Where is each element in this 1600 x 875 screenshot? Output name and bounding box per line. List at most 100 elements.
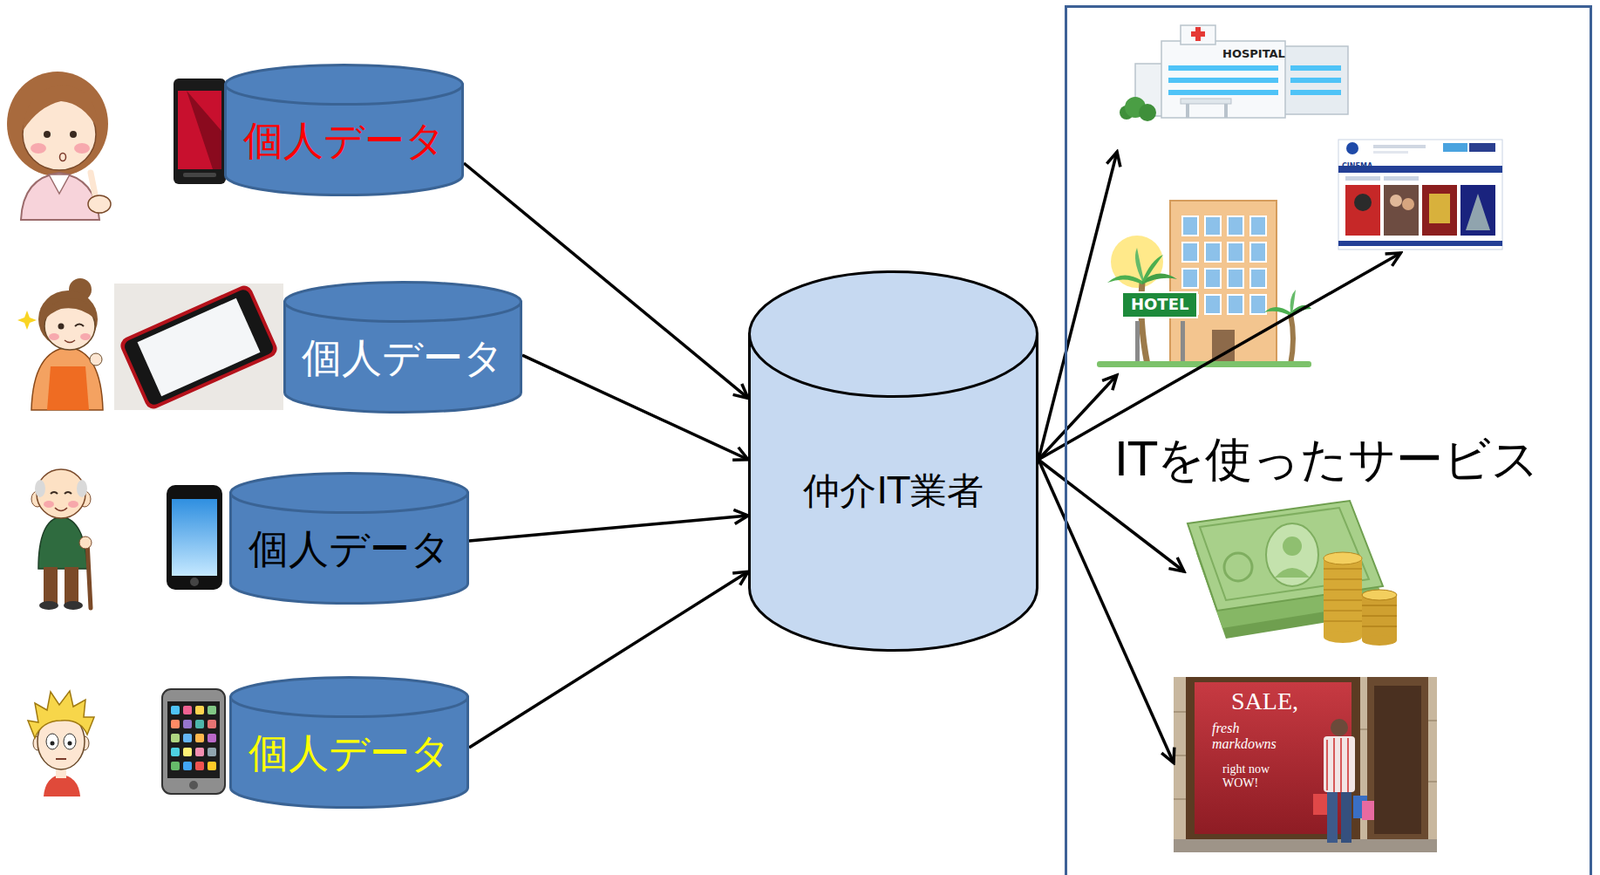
smartphone-photo	[137, 298, 261, 397]
text-holder: 個人データ	[224, 117, 464, 164]
boy-icon	[27, 690, 95, 797]
text-holder: CINEMA	[1341, 155, 1373, 172]
money-illustration	[1361, 614, 1397, 617]
hospital-illustration	[1290, 89, 1342, 96]
old-man-icon	[54, 507, 68, 511]
hotel-illustration	[1290, 305, 1312, 316]
hotel-illustration	[1227, 242, 1244, 262]
smartphone-icon	[195, 747, 205, 756]
hotel-illustration	[1205, 216, 1221, 236]
flow-arrow	[469, 571, 749, 748]
shopping-photo	[1173, 676, 1437, 852]
hotel-illustration	[1170, 200, 1277, 363]
smartphone-icon	[173, 78, 226, 184]
hotel-illustration	[1227, 294, 1244, 314]
shopping-photo	[1323, 735, 1355, 792]
old-man-icon	[43, 500, 55, 508]
hotel-illustration	[1205, 242, 1221, 262]
woman-thinking-icon	[43, 130, 51, 138]
cylinder-top	[749, 272, 1038, 397]
woman-thinking-icon	[69, 130, 77, 138]
smartphone-icon	[207, 747, 217, 756]
cylinder-label: 個人データ	[248, 729, 451, 777]
window-text: SALE,	[1231, 687, 1299, 715]
smartphone-photo	[122, 287, 275, 408]
cinema-website-screenshot	[1422, 184, 1458, 236]
cinema-website-screenshot	[1402, 197, 1415, 211]
woman-winking-icon	[48, 333, 60, 341]
shopping-photo	[1367, 676, 1429, 841]
shopping-photo	[1374, 685, 1422, 834]
cylinder-label: 個人データ	[243, 117, 446, 164]
money-illustration	[1361, 594, 1397, 640]
hotel-illustration	[1250, 216, 1267, 236]
data-cylinder: 個人データ	[224, 63, 464, 197]
smartphone-icon	[190, 577, 199, 586]
smartphone-icon	[171, 498, 218, 576]
smartphone-icon	[166, 484, 223, 590]
smartphone-icon	[170, 761, 180, 770]
smartphone-photo	[117, 282, 280, 411]
cinema-website-screenshot	[1443, 142, 1468, 152]
cinema-website-screenshot	[1338, 139, 1503, 250]
hospital-illustration	[1180, 98, 1232, 104]
shopping-photo	[1327, 737, 1349, 792]
smartphone-icon	[170, 705, 180, 715]
woman-winking-icon	[43, 298, 96, 321]
cinema-website-screenshot	[1345, 184, 1381, 236]
cylinder-top	[231, 473, 469, 513]
shopping-photo	[1327, 788, 1338, 843]
data-cylinder: 個人データ	[229, 675, 470, 809]
money-illustration	[1274, 567, 1310, 578]
hotel-illustration	[1205, 294, 1221, 314]
woman-thinking-icon	[20, 172, 100, 220]
woman-winking-icon	[89, 353, 103, 366]
cinema-website-screenshot	[1373, 144, 1426, 149]
smartphone-icon	[183, 733, 192, 743]
old-man-icon	[43, 566, 58, 604]
old-man-icon	[87, 540, 91, 608]
boy-icon	[63, 733, 76, 749]
woman-thinking-icon	[88, 195, 111, 213]
hospital-illustration	[1161, 40, 1286, 118]
woman-thinking-icon	[6, 71, 111, 220]
service-panel: HOSPITALHOTELCINEMASALE,fresh markdownsr…	[1064, 5, 1593, 875]
woman-winking-icon	[80, 333, 91, 341]
hotel-picture: HOTEL	[1096, 198, 1312, 375]
smartphone-icon	[183, 761, 192, 770]
hospital-illustration	[1290, 65, 1342, 71]
woman-thinking-icon	[48, 174, 70, 194]
broker-cylinder: 仲介IT業者	[748, 270, 1039, 652]
data-cylinder: 個人データ	[229, 471, 470, 605]
sign-text: HOSPITAL	[1222, 47, 1286, 62]
flow-arrow	[469, 515, 749, 541]
smartphone-photo	[114, 283, 284, 410]
cinema-website-screenshot	[1383, 184, 1419, 236]
flow-arrow	[1038, 151, 1117, 460]
smartphone-photo	[114, 282, 284, 411]
cylinder-top	[285, 282, 522, 322]
data-cylinder: 個人データ	[283, 280, 523, 414]
smartphone-icon	[207, 733, 217, 743]
hotel-illustration	[1264, 306, 1291, 316]
smartphone-icon	[186, 90, 222, 170]
hospital-illustration	[1138, 103, 1157, 122]
cylinder-label: 個人データ	[248, 525, 451, 572]
smartphone-photo	[117, 282, 280, 411]
shopping-photo	[1313, 793, 1328, 815]
hotel-illustration	[1290, 313, 1294, 365]
shopping-photo	[1341, 788, 1352, 843]
hospital-illustration	[1168, 77, 1279, 83]
cinema-website-screenshot	[1338, 240, 1503, 246]
hospital-illustration	[1119, 25, 1349, 122]
smartphone-icon	[170, 719, 180, 729]
hotel-illustration	[1182, 242, 1199, 262]
money-illustration	[1323, 619, 1362, 622]
hotel-illustration	[1182, 216, 1199, 236]
money-illustration	[1282, 536, 1302, 556]
money-illustration	[1187, 500, 1397, 646]
flow-arrow	[1038, 252, 1401, 460]
hospital-illustration	[1195, 27, 1201, 41]
hotel-illustration	[1250, 242, 1267, 262]
hospital-picture: HOSPITAL	[1100, 25, 1349, 152]
